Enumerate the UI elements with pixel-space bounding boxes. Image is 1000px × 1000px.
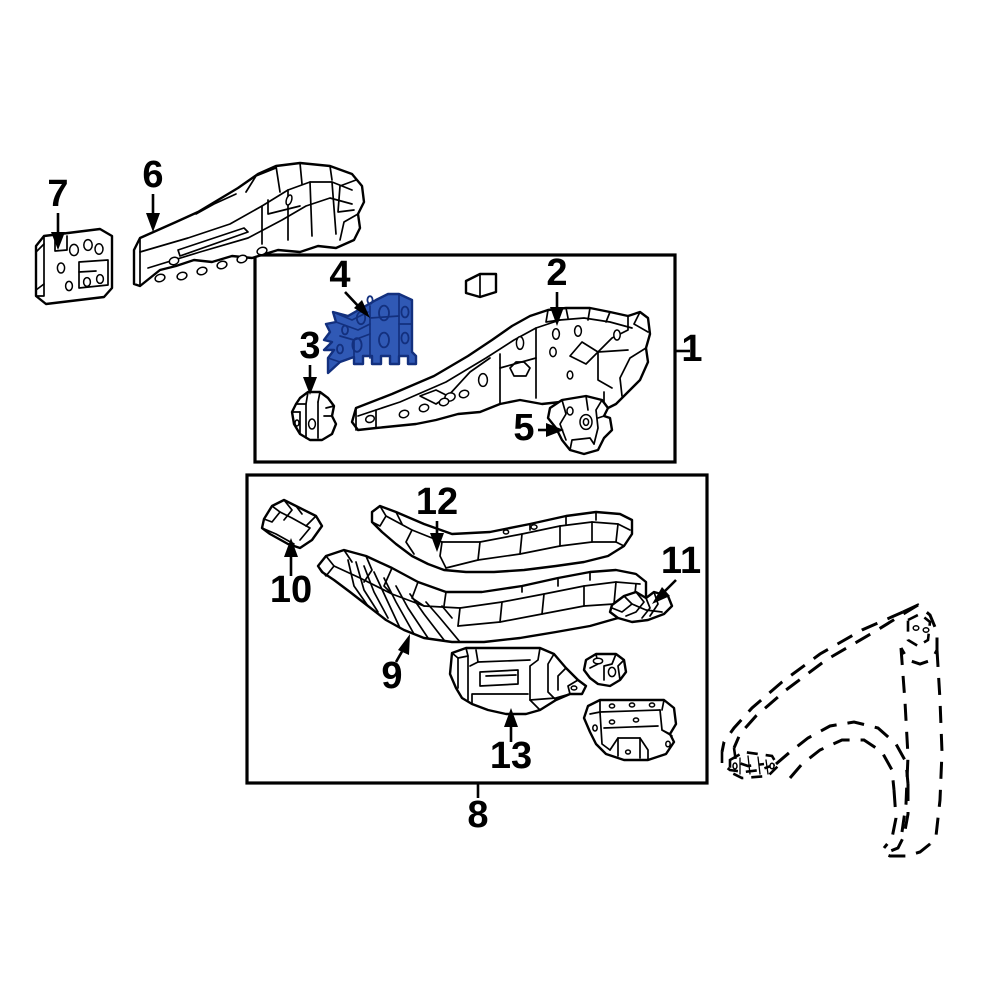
callout-label-6[interactable]: 6 bbox=[142, 154, 163, 196]
callout-label-8[interactable]: 8 bbox=[467, 794, 488, 836]
callout-label-3[interactable]: 3 bbox=[299, 325, 320, 367]
callout-label-7[interactable]: 7 bbox=[47, 173, 68, 215]
part-12-floor-side-member-inner-panel[interactable] bbox=[370, 504, 634, 574]
callout-label-4[interactable]: 4 bbox=[329, 254, 350, 296]
callout-label-9[interactable]: 9 bbox=[381, 655, 402, 697]
callout-label-1[interactable]: 1 bbox=[681, 328, 702, 370]
part-4-front-side-member-reinforcement[interactable] bbox=[322, 292, 418, 375]
small-clip-part[interactable] bbox=[464, 272, 498, 299]
part-5-rear-mount-bracket[interactable] bbox=[546, 394, 614, 456]
group-box-8[interactable] bbox=[245, 473, 709, 798]
part-6-front-apron-upper-member[interactable] bbox=[132, 161, 366, 288]
callout-3-leader bbox=[303, 365, 317, 395]
callout-label-5[interactable]: 5 bbox=[513, 407, 534, 449]
callout-13-leader bbox=[504, 708, 518, 742]
part-13-front-floor-crossmember-bracket[interactable] bbox=[448, 646, 588, 716]
part-3-front-body-mount-bracket[interactable] bbox=[290, 390, 338, 442]
callout-12-leader bbox=[430, 521, 444, 552]
group-box-1-rect[interactable] bbox=[253, 253, 677, 464]
callout-label-12[interactable]: 12 bbox=[416, 481, 458, 523]
part-10-floor-member-front-bracket[interactable] bbox=[260, 498, 324, 550]
callout-label-10[interactable]: 10 bbox=[270, 569, 312, 611]
small-plate-lower-right[interactable] bbox=[582, 698, 678, 762]
callout-10-leader bbox=[284, 538, 298, 576]
small-bracket-upper[interactable] bbox=[582, 652, 628, 688]
callout-6-leader bbox=[146, 194, 160, 232]
callout-2-leader bbox=[550, 292, 564, 326]
callout-7-leader bbox=[51, 213, 65, 250]
callout-9-leader bbox=[394, 634, 410, 663]
callout-5-leader bbox=[538, 423, 564, 437]
callout-4-leader bbox=[344, 291, 370, 318]
callout-label-13[interactable]: 13 bbox=[490, 735, 532, 777]
callout-label-11[interactable]: 11 bbox=[661, 540, 701, 582]
part-7-front-end-plate-bracket[interactable] bbox=[34, 227, 114, 306]
group-box-1[interactable] bbox=[253, 253, 690, 464]
front-fender-ghost-outline bbox=[720, 603, 944, 858]
callout-label-2[interactable]: 2 bbox=[546, 252, 567, 294]
callout-11-leader bbox=[652, 579, 677, 604]
